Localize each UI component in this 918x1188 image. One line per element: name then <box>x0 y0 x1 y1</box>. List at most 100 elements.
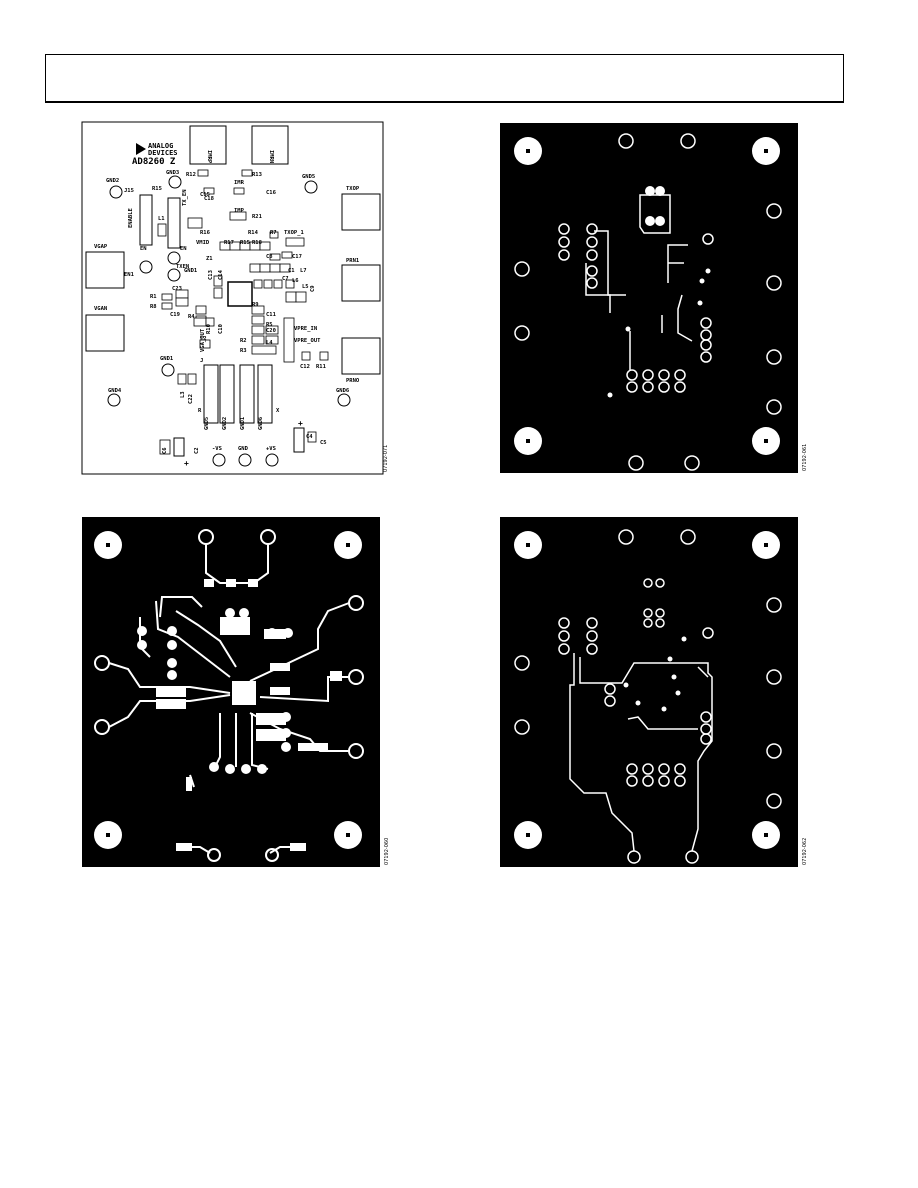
svg-text:GND6: GND6 <box>258 416 264 430</box>
adi-logo-icon <box>136 143 146 155</box>
svg-text:Z1: Z1 <box>206 256 213 262</box>
layer2-panel: 07192-061 <box>498 123 810 475</box>
svg-text:VPRE_IN: VPRE_IN <box>294 326 317 332</box>
layer1-panel: 07192-060 <box>80 517 390 869</box>
svg-text:GND1: GND1 <box>160 356 174 362</box>
svg-text:C20: C20 <box>266 328 276 334</box>
svg-text:R14: R14 <box>248 230 259 236</box>
svg-text:VGAP: VGAP <box>94 244 108 250</box>
svg-text:-VS: -VS <box>212 446 222 452</box>
figure-id: 07192-062 <box>802 837 808 865</box>
svg-text:R5: R5 <box>266 322 273 328</box>
svg-text:C8: C8 <box>266 254 273 260</box>
svg-text:C2: C2 <box>194 447 200 454</box>
svg-text:C22: C22 <box>188 394 194 404</box>
svg-text:GND5: GND5 <box>302 174 315 180</box>
svg-text:R10: R10 <box>206 324 212 334</box>
svg-text:VMID: VMID <box>196 240 210 246</box>
svg-text:R21: R21 <box>252 214 263 220</box>
layer1-drawing <box>82 517 380 867</box>
logo-line-1: ANALOG <box>148 142 173 150</box>
svg-text:VGAN: VGAN <box>94 306 107 312</box>
page-header-box <box>45 54 844 103</box>
layer2-drawing <box>500 123 798 473</box>
svg-text:R: R <box>198 408 202 414</box>
svg-text:R7: R7 <box>270 230 277 236</box>
svg-text:J15: J15 <box>124 188 134 194</box>
svg-text:C15: C15 <box>200 192 210 198</box>
svg-text:C12: C12 <box>300 364 310 370</box>
svg-text:TXOP: TXOP <box>346 186 360 192</box>
svg-text:IMRP: IMRP <box>206 150 212 164</box>
svg-text:IMRN: IMRN <box>268 150 274 163</box>
svg-text:GND2: GND2 <box>222 417 228 430</box>
svg-text:GND4: GND4 <box>108 388 122 394</box>
svg-text:L1: L1 <box>158 216 165 222</box>
figure-id: 07192-060 <box>384 837 390 865</box>
svg-text:L3: L3 <box>180 391 186 398</box>
layer3-panel: 07192-062 <box>498 517 810 869</box>
svg-text:L4: L4 <box>266 340 273 346</box>
svg-text:C17: C17 <box>292 254 302 260</box>
svg-text:R17: R17 <box>224 240 234 246</box>
svg-text:C11: C11 <box>266 312 277 318</box>
figure-id: 07192-061 <box>802 443 808 471</box>
svg-text:C4: C4 <box>306 434 313 440</box>
svg-text:R8: R8 <box>150 304 157 310</box>
svg-text:R18: R18 <box>252 240 262 246</box>
svg-text:R13: R13 <box>252 172 262 178</box>
svg-text:EN: EN <box>180 246 187 252</box>
svg-text:C6: C6 <box>162 447 168 454</box>
svg-text:GND6: GND6 <box>336 388 350 394</box>
svg-text:PRN1: PRN1 <box>346 258 360 264</box>
svg-text:VGA_OUT: VGA_OUT <box>200 328 206 352</box>
board-name: AD8260 Z <box>132 157 176 167</box>
svg-text:R1: R1 <box>150 294 157 300</box>
silkscreen-drawing: ANALOG DEVICES AD8260 Z <box>81 121 384 475</box>
svg-text:X: X <box>276 408 280 414</box>
svg-text:C19: C19 <box>170 312 180 318</box>
svg-text:C7: C7 <box>282 276 289 282</box>
svg-text:R4: R4 <box>188 314 195 320</box>
svg-text:L6: L6 <box>292 278 299 284</box>
svg-text:GND5: GND5 <box>204 417 210 430</box>
svg-text:L2: L2 <box>200 336 207 342</box>
svg-text:IMP: IMP <box>234 208 245 214</box>
svg-text:GND1: GND1 <box>240 416 246 430</box>
svg-text:C13: C13 <box>208 270 214 280</box>
layer3-drawing <box>500 517 798 867</box>
svg-text:L7: L7 <box>300 268 307 274</box>
svg-text:IMR: IMR <box>234 180 245 186</box>
figure-id: 07192-071 <box>383 444 389 472</box>
svg-text:TXEN: TXEN <box>176 264 189 270</box>
logo-line-2: DEVICES <box>148 149 178 157</box>
svg-text:R11: R11 <box>316 364 327 370</box>
silkscreen-panel: ANALOG DEVICES AD8260 Z <box>80 120 390 480</box>
svg-text:TX_EN: TX_EN <box>182 189 188 206</box>
svg-text:C14: C14 <box>218 269 224 280</box>
svg-text:PRNO: PRNO <box>346 378 360 384</box>
svg-text:VPRE_OUT: VPRE_OUT <box>294 338 321 344</box>
svg-text:R15: R15 <box>240 240 250 246</box>
svg-text:+: + <box>298 419 303 428</box>
svg-text:+VS: +VS <box>266 446 276 452</box>
svg-text:ENABLE: ENABLE <box>128 208 134 228</box>
svg-text:C5: C5 <box>320 440 327 446</box>
svg-text:GND: GND <box>238 446 249 452</box>
svg-text:EN1: EN1 <box>124 272 135 278</box>
svg-text:R12: R12 <box>186 172 196 178</box>
svg-text:GND1: GND1 <box>184 268 198 274</box>
svg-text:C9: C9 <box>310 285 316 292</box>
svg-text:+: + <box>184 459 189 468</box>
svg-text:TXOP_1: TXOP_1 <box>284 230 305 236</box>
svg-text:EN: EN <box>140 246 147 252</box>
svg-text:C23: C23 <box>172 286 182 292</box>
svg-text:R16: R16 <box>200 230 211 236</box>
svg-text:C10: C10 <box>218 324 224 334</box>
svg-text:J: J <box>200 358 203 364</box>
svg-text:C16: C16 <box>266 190 277 196</box>
svg-text:R3: R3 <box>240 348 247 354</box>
svg-text:R2: R2 <box>240 338 247 344</box>
svg-text:R15: R15 <box>152 186 162 192</box>
svg-text:C18: C18 <box>204 196 214 202</box>
